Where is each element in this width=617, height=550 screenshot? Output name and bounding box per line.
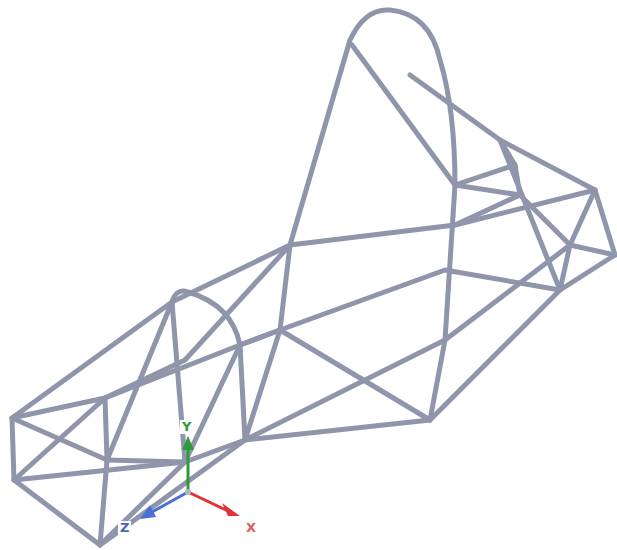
axis-label: Z xyxy=(118,521,131,535)
axis-label: Y xyxy=(180,420,193,434)
axis-label: X xyxy=(244,521,258,535)
frame-tubes xyxy=(12,10,615,545)
axis-triad xyxy=(140,436,240,519)
